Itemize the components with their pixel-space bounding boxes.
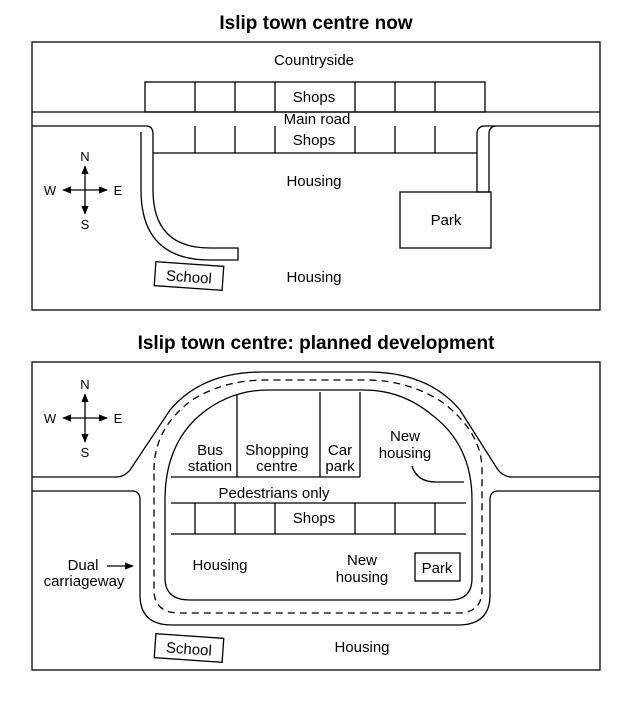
label-dual-2: carriageway (44, 573, 125, 590)
label-housing-left: Housing (192, 557, 247, 574)
compass-now-n: N (80, 149, 89, 164)
compass-now (62, 165, 108, 215)
map-now-border (31, 41, 601, 311)
compass-now-s: S (81, 217, 90, 232)
label-bus-1: Bus (197, 442, 223, 459)
school-planned (153, 632, 225, 664)
compass-now-e: E (114, 183, 123, 198)
label-dual-1: Dual (68, 557, 99, 574)
label-shops-top: Shops (293, 89, 336, 106)
label-new-housing-top-2: housing (379, 445, 432, 462)
label-housing-mid: Housing (286, 173, 341, 190)
compass-planned-s: S (81, 445, 90, 460)
label-new-housing-mid-2: housing (336, 569, 389, 586)
label-school-now: School (165, 267, 212, 287)
park-planned (414, 552, 461, 582)
label-shops-planned: Shops (293, 510, 336, 527)
school-now (153, 260, 225, 292)
label-new-housing-top-1: New (390, 428, 420, 445)
label-shopping-2: centre (256, 458, 298, 475)
map-now (31, 41, 601, 311)
label-car-1: Car (328, 442, 352, 459)
label-pedestrians: Pedestrians only (219, 485, 330, 502)
town-centre-blocks (171, 392, 466, 535)
label-countryside: Countryside (274, 52, 354, 69)
label-car-2: park (325, 458, 355, 475)
label-housing-bottom: Housing (286, 269, 341, 286)
label-school-planned: School (165, 639, 212, 659)
map-now-title: Islip town centre now (219, 13, 413, 34)
label-shopping-1: Shopping (245, 442, 308, 459)
map-planned-title: Islip town centre: planned development (137, 333, 495, 354)
shops-row-bottom (153, 126, 477, 154)
ring-road (32, 371, 600, 626)
label-new-housing-mid-1: New (347, 552, 377, 569)
label-main-road: Main road (284, 111, 351, 128)
compass-planned-e: E (114, 411, 123, 426)
label-shops-bottom: Shops (293, 132, 336, 149)
compass-planned (62, 393, 108, 443)
label-housing-bottom-planned: Housing (334, 639, 389, 656)
map-planned-border (31, 361, 601, 671)
compass-now-w: W (44, 183, 57, 198)
label-park-planned: Park (422, 560, 453, 577)
label-park-now: Park (431, 212, 462, 229)
compass-planned-w: W (44, 411, 57, 426)
map-planned (31, 361, 601, 671)
compass-planned-n: N (80, 377, 89, 392)
park-now (399, 191, 492, 249)
label-bus-2: station (188, 458, 232, 475)
